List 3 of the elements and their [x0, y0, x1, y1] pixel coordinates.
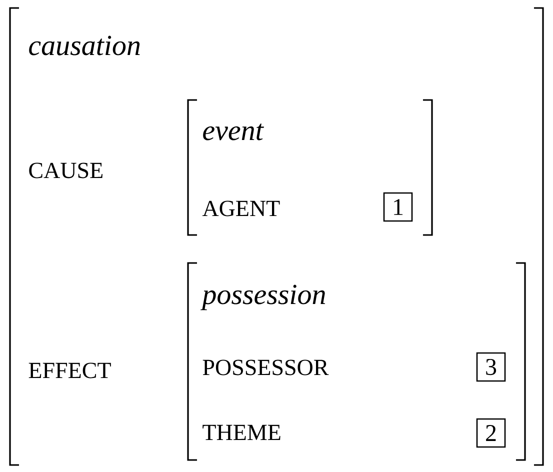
index-box: 2 — [476, 418, 506, 448]
index-box: 3 — [476, 352, 506, 382]
index-box: 1 — [383, 192, 413, 222]
